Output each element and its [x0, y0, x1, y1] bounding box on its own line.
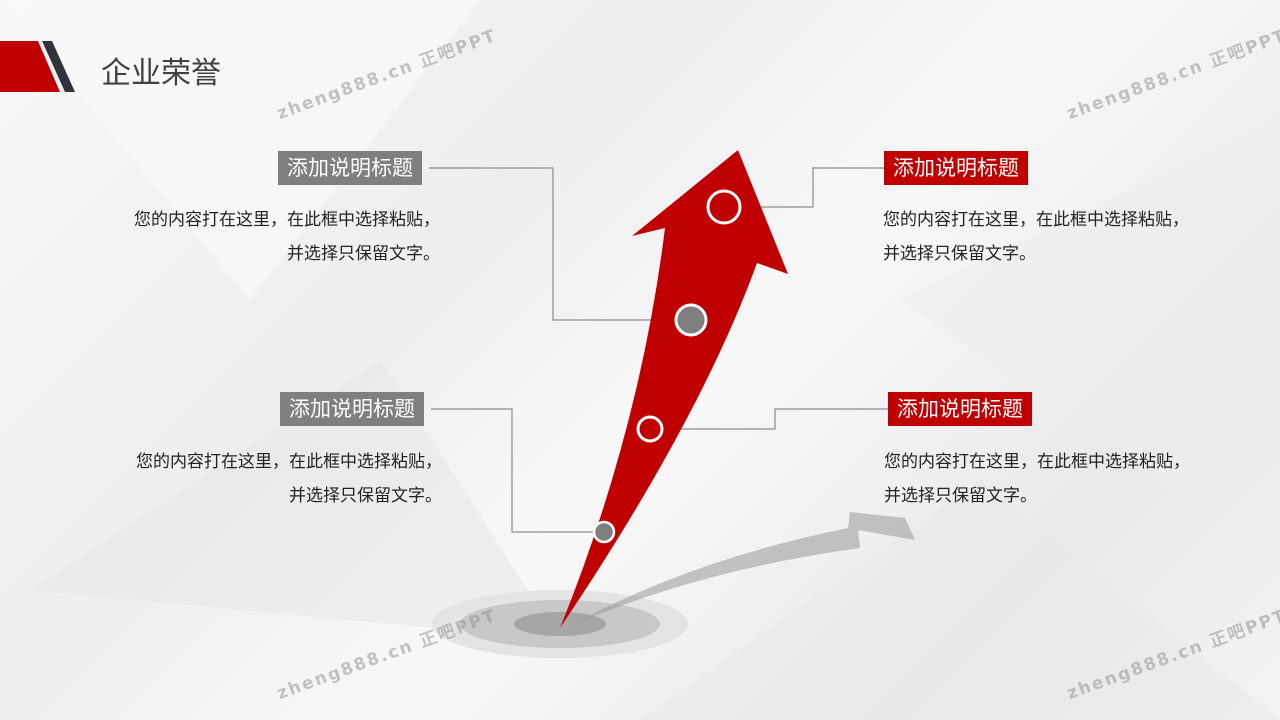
body-line: 并选择只保留文字。 — [883, 244, 1036, 264]
header-red-block — [0, 41, 60, 92]
header-dark-stripe — [42, 41, 75, 92]
node-2 — [674, 303, 708, 337]
item-body-top-right: 您的内容打在这里，在此框中选择粘贴， 并选择只保留文字。 — [883, 203, 1189, 271]
item-title-top-right: 添加说明标题 — [884, 151, 1028, 185]
target-ring-inner — [514, 612, 606, 636]
item-body-top-left: 您的内容打在这里，在此框中选择粘贴， 并选择只保留文字。 — [134, 203, 440, 271]
body-line: 并选择只保留文字。 — [287, 244, 440, 264]
red-arrow — [560, 150, 788, 628]
item-title-bottom-left: 添加说明标题 — [280, 392, 424, 426]
item-body-bottom-right: 您的内容打在这里，在此框中选择粘贴， 并选择只保留文字。 — [884, 445, 1190, 513]
item-title-top-left: 添加说明标题 — [278, 151, 422, 185]
slide-title: 企业荣誉 — [101, 56, 221, 91]
node-4 — [592, 520, 616, 544]
item-body-bottom-left: 您的内容打在这里，在此框中选择粘贴， 并选择只保留文字。 — [136, 445, 442, 513]
arrow-shadow — [570, 512, 915, 626]
body-line: 您的内容打在这里，在此框中选择粘贴， — [884, 452, 1190, 472]
body-line: 并选择只保留文字。 — [884, 486, 1037, 506]
body-line: 您的内容打在这里，在此框中选择粘贴， — [136, 452, 442, 472]
body-line: 您的内容打在这里，在此框中选择粘贴， — [134, 210, 440, 230]
node-3 — [636, 415, 664, 443]
item-title-bottom-right: 添加说明标题 — [888, 392, 1032, 426]
node-1 — [706, 189, 742, 225]
body-line: 您的内容打在这里，在此框中选择粘贴， — [883, 210, 1189, 230]
body-line: 并选择只保留文字。 — [289, 486, 442, 506]
